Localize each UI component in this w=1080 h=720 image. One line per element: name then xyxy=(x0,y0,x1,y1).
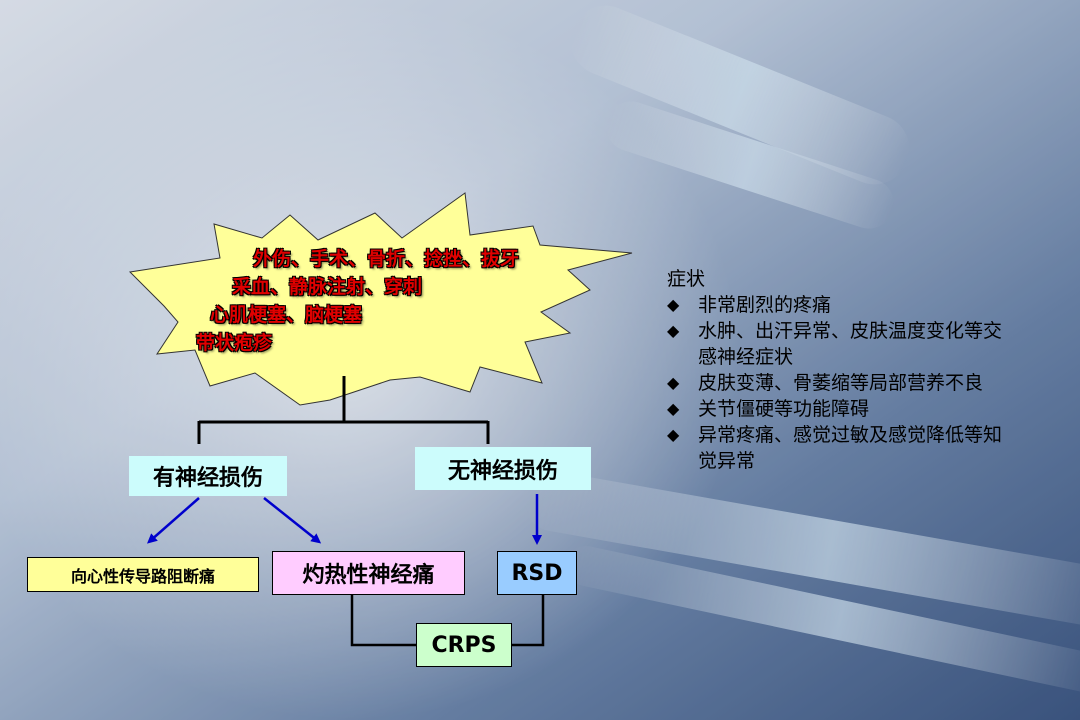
crps-box: CRPS xyxy=(416,623,512,667)
symptom-item: ◆ 异常疼痛、感觉过敏及感觉降低等知觉异常 xyxy=(667,422,1027,474)
diamond-bullet-icon: ◆ xyxy=(667,321,680,340)
symptom-text: 皮肤变薄、骨萎缩等局部营养不良 xyxy=(698,372,984,394)
diamond-bullet-icon: ◆ xyxy=(667,295,680,314)
diamond-bullet-icon: ◆ xyxy=(667,425,680,444)
symptom-text: 水肿、出汗异常、皮肤温度变化等交感神经症状 xyxy=(698,320,1003,368)
diamond-bullet-icon: ◆ xyxy=(667,373,680,392)
causes-starburst xyxy=(128,192,633,406)
symptoms-title: 症状 xyxy=(667,268,706,290)
diamond-bullet-icon: ◆ xyxy=(667,399,680,418)
centripetal-block-pain-box: 向心性传导路阻断痛 xyxy=(27,557,259,592)
cause-line-4: 带状疱疹 xyxy=(196,332,273,354)
causalgia-box: 灼热性神经痛 xyxy=(272,551,465,595)
symptom-item: ◆ 关节僵硬等功能障碍 xyxy=(667,396,1027,422)
arrow-to-ccp xyxy=(146,497,200,544)
arrow-to-causalgia xyxy=(263,497,322,544)
without-nerve-injury-box: 无神经损伤 xyxy=(415,447,591,490)
symptom-text: 异常疼痛、感觉过敏及感觉降低等知觉异常 xyxy=(698,424,1003,472)
cause-line-1: 外伤、手术、骨折、捻挫、拔牙 xyxy=(253,248,520,270)
symptom-text: 非常剧烈的疼痛 xyxy=(698,294,832,316)
crps-bracket-right xyxy=(512,595,545,647)
rsd-box: RSD xyxy=(497,551,577,595)
symptom-item: ◆ 非常剧烈的疼痛 xyxy=(667,292,1027,318)
symptoms-panel: 症状 ◆ 非常剧烈的疼痛 ◆ 水肿、出汗异常、皮肤温度变化等交感神经症状 ◆ 皮… xyxy=(667,266,1027,474)
symptom-item: ◆ 水肿、出汗异常、皮肤温度变化等交感神经症状 xyxy=(667,318,1027,370)
cause-line-2: 采血、静脉注射、穿刺 xyxy=(232,276,423,298)
cause-line-3: 心肌梗塞、脑梗塞 xyxy=(210,304,363,326)
symptom-text: 关节僵硬等功能障碍 xyxy=(698,398,870,420)
symptom-item: ◆ 皮肤变薄、骨萎缩等局部营养不良 xyxy=(667,370,1027,396)
with-nerve-injury-box: 有神经损伤 xyxy=(129,456,287,496)
crps-bracket xyxy=(350,595,416,647)
